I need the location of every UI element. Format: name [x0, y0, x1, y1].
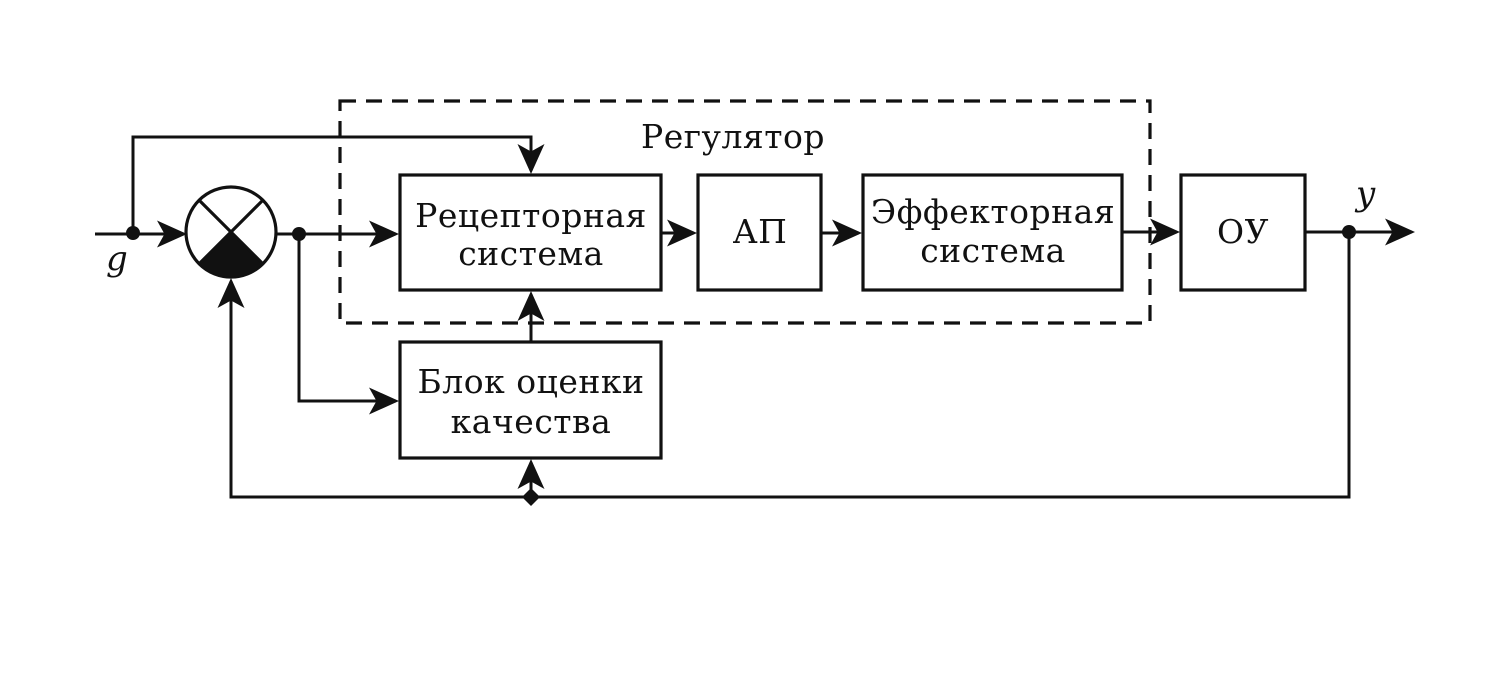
feedback-line [217, 232, 1351, 499]
feedforward-line [131, 135, 545, 233]
regulator-label: Регулятор [641, 117, 825, 156]
effector-system-block: Эффекторная система [861, 173, 1124, 292]
feedback-branch-node [522, 488, 540, 506]
ou-block: ОУ [1179, 173, 1307, 292]
effector-label-line1: Эффекторная [871, 192, 1115, 231]
receptor-label-line2: система [458, 234, 604, 273]
output-signal-label: y [1354, 174, 1376, 214]
ap-label: АП [733, 212, 788, 251]
summing-junction [184, 185, 278, 279]
effector-label-line2: система [920, 231, 1066, 270]
quality-label-line2: качества [451, 402, 612, 441]
quality-label-line1: Блок оценки [418, 362, 645, 401]
receptor-label-line1: Рецепторная [415, 196, 647, 235]
ou-label: ОУ [1217, 212, 1269, 251]
error-to-quality-line [297, 234, 399, 415]
regulator-boundary [338, 99, 1152, 325]
ap-block: АП [696, 173, 823, 292]
quality-assessment-block: Блок оценки качества [398, 340, 663, 460]
input-signal-label: g [106, 239, 128, 279]
receptor-system-block: Рецепторная система [398, 173, 663, 292]
